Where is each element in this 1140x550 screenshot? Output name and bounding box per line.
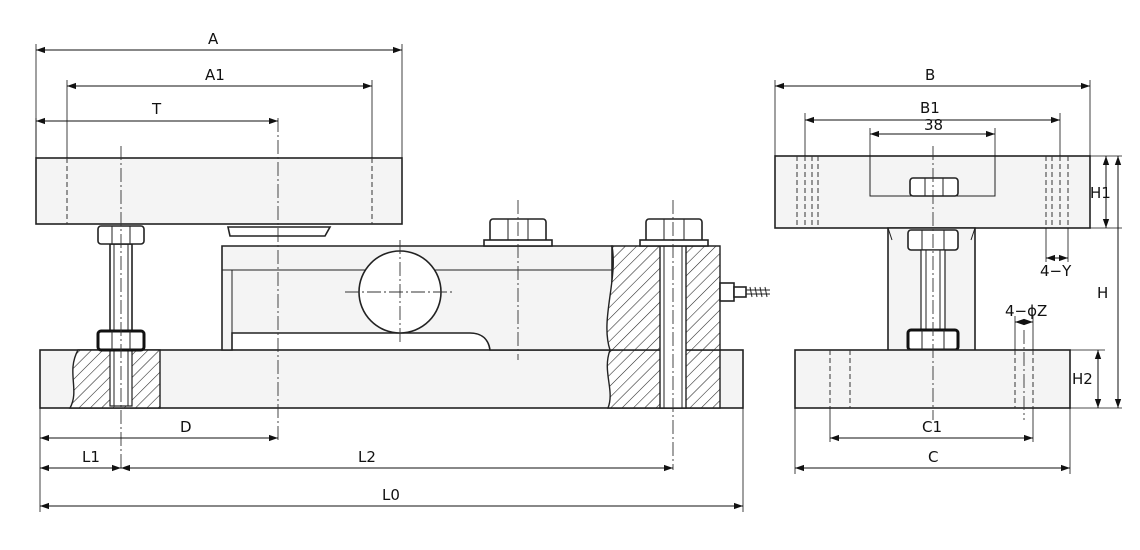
front-base-plate [39,349,744,409]
label-4-Y: 4−Y [1040,262,1072,280]
side-top-bolt [909,177,959,197]
label-4-phi-Z: 4−ϕZ [1005,302,1047,320]
load-cell-body [221,226,613,351]
label-H1: H1 [1090,184,1111,202]
front-right-bolt-head [639,218,709,247]
label-D: D [180,418,192,436]
side-top-plate [774,155,1091,229]
front-view [35,44,770,512]
dimension-labels: A A1 T D L1 L2 L0 B B1 38 H1 H H2 4−Y 4−… [82,30,1111,504]
label-B1: B1 [920,99,940,117]
label-A: A [208,30,219,48]
label-H2: H2 [1072,370,1093,388]
label-A1: A1 [205,66,225,84]
front-top-plate [35,157,403,225]
cable-gland [719,282,770,302]
label-B: B [925,66,935,84]
label-C: C [928,448,938,466]
side-view [774,80,1122,474]
label-L0: L0 [382,486,400,504]
label-C1: C1 [922,418,942,436]
label-T: T [151,100,162,118]
side-base-plate [794,349,1071,409]
label-38: 38 [924,116,943,134]
label-L2: L2 [358,448,376,466]
label-H: H [1097,284,1108,302]
side-load-cell [887,227,976,353]
label-L1: L1 [82,448,100,466]
